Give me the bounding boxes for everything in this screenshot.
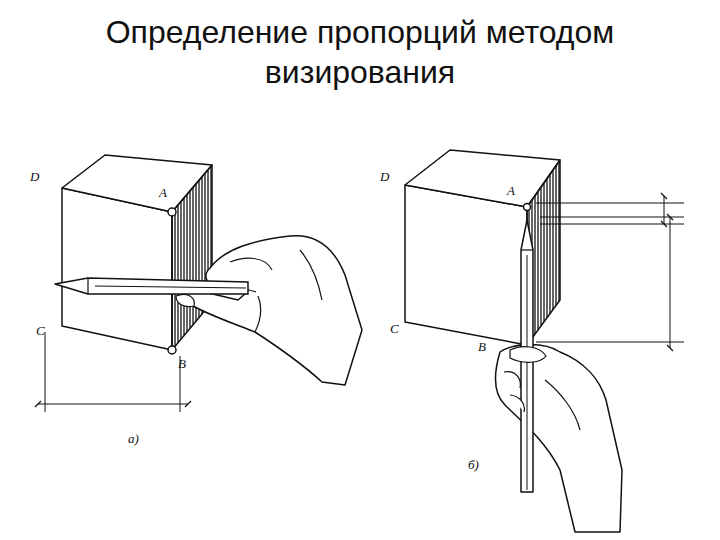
point-label: A: [507, 184, 515, 198]
dimension-line: [664, 196, 665, 224]
extension-line: [45, 332, 46, 412]
figure-caption: б): [468, 458, 479, 472]
cube-front-face: [405, 185, 527, 345]
point-label: D: [30, 170, 39, 184]
point-marker: [168, 346, 176, 354]
extension-line: [536, 342, 684, 343]
extension-line: [536, 203, 684, 204]
finger-lines: [504, 347, 580, 430]
figure-caption: а): [128, 432, 139, 446]
cube-front-face: [62, 188, 172, 350]
point-label: B: [478, 340, 486, 354]
point-label: C: [36, 324, 45, 338]
dimension-line: [38, 404, 188, 405]
extension-line: [540, 224, 684, 225]
point-label: B: [178, 357, 186, 371]
hand: [495, 345, 622, 533]
extension-line: [540, 217, 684, 218]
fingertip: [176, 294, 194, 306]
point-marker: [168, 208, 176, 216]
dimension-line: [670, 217, 671, 348]
point-label: C: [390, 322, 399, 336]
heading: Определение пропорций методом визировани…: [20, 12, 700, 92]
point-label: A: [159, 186, 167, 200]
point-label: D: [380, 170, 389, 184]
hand: [181, 236, 362, 385]
cube-side-face: [172, 165, 212, 350]
point-marker: [524, 204, 531, 211]
pencil: [55, 278, 248, 294]
